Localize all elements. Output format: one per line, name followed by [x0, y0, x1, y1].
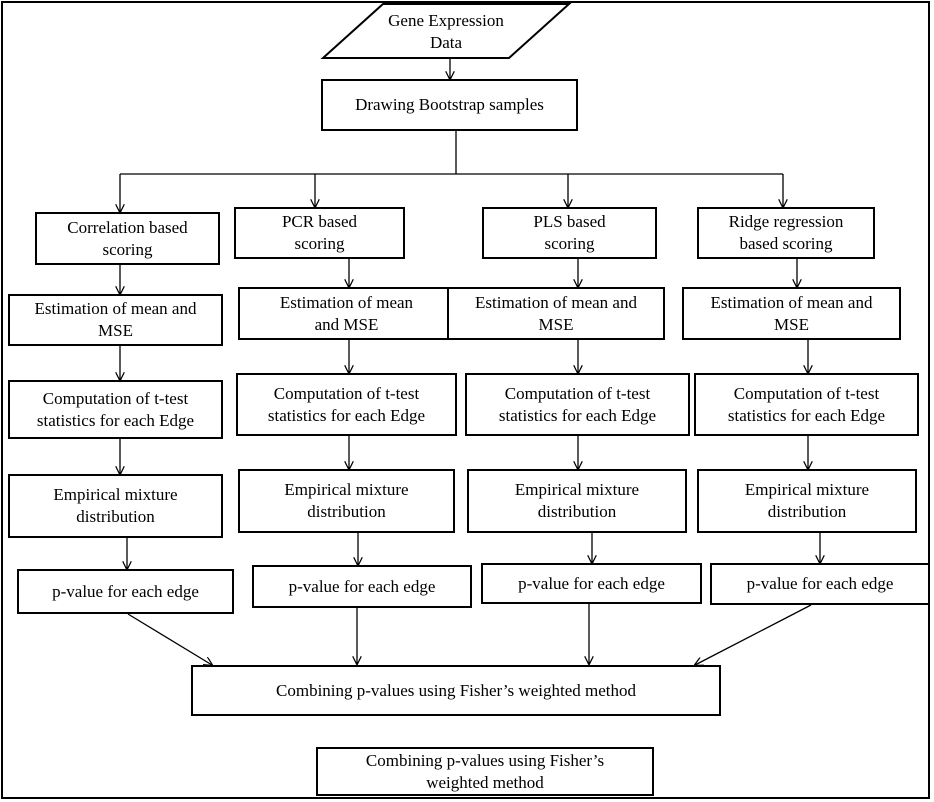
correlation-mixture-label: Empirical mixture distribution	[53, 485, 178, 526]
arrow-col1-pvalue-combine	[127, 613, 212, 665]
pcr-mixture-label: Empirical mixture distribution	[284, 480, 409, 521]
correlation-pvalue-label: p-value for each edge	[52, 581, 199, 601]
pcr-ttest-node: Computation of t-test statistics for eac…	[236, 373, 457, 436]
pcr-pvalue-node: p-value for each edge	[252, 565, 472, 608]
input-data-node: Gene Expression Data	[323, 4, 569, 60]
pls-ttest-node: Computation of t-test statistics for eac…	[465, 373, 690, 436]
bootstrap-node: Drawing Bootstrap samples	[321, 79, 578, 131]
input-data-label: Gene Expression Data	[388, 11, 504, 52]
combine-node: Combining p-values using Fisher’s weight…	[191, 665, 721, 716]
ridge-ttest-label: Computation of t-test statistics for eac…	[727, 383, 886, 425]
correlation-ttest-label: Computation of t-test statistics for eac…	[36, 388, 195, 430]
ridge-mixture-label: Empirical mixture distribution	[744, 480, 870, 521]
arrow-col4-pvalue-combine	[695, 604, 812, 665]
ridge-pvalue-label: p-value for each edge	[746, 574, 894, 593]
combine-repeat-node: Combining p-values using Fisher’s weight…	[316, 747, 654, 796]
correlation-scoring-node: Correlation based scoring	[35, 212, 220, 265]
pcr-pvalue-label: p-value for each edge	[288, 576, 436, 596]
pcr-scoring-node: PCR based scoring	[234, 207, 405, 259]
correlation-ttest-node: Computation of t-test statistics for eac…	[8, 380, 223, 439]
correlation-mixture-node: Empirical mixture distribution	[8, 474, 223, 538]
pcr-ttest-label: Computation of t-test statistics for eac…	[267, 383, 426, 425]
ridge-estimation-node: Estimation of mean and MSE	[682, 287, 901, 340]
correlation-pvalue-node: p-value for each edge	[17, 569, 234, 614]
pls-estimation-label: Estimation of mean and MSE	[475, 292, 637, 334]
combine-label: Combining p-values using Fisher’s weight…	[276, 680, 636, 700]
ridge-estimation-label: Estimation of mean and MSE	[710, 292, 873, 334]
pls-scoring-label: PLS based scoring	[533, 212, 606, 253]
pls-scoring-node: PLS based scoring	[482, 207, 657, 259]
ridge-ttest-node: Computation of t-test statistics for eac…	[694, 373, 919, 436]
correlation-estimation-node: Estimation of mean and MSE	[8, 294, 223, 346]
ridge-scoring-node: Ridge regression based scoring	[697, 207, 875, 259]
combine-repeat-label: Combining p-values using Fisher’s weight…	[365, 750, 605, 792]
pcr-estimation-node: Estimation of mean and MSE	[238, 287, 455, 340]
ridge-mixture-node: Empirical mixture distribution	[697, 469, 917, 533]
ridge-pvalue-node: p-value for each edge	[710, 563, 930, 605]
correlation-scoring-label: Correlation based scoring	[67, 217, 188, 259]
pcr-estimation-label: Estimation of mean and MSE	[279, 292, 414, 334]
pls-estimation-node: Estimation of mean and MSE	[447, 287, 665, 340]
pls-pvalue-node: p-value for each edge	[481, 563, 702, 604]
pcr-scoring-label: PCR based scoring	[281, 212, 358, 253]
pls-pvalue-label: p-value for each edge	[518, 573, 665, 593]
pls-ttest-label: Computation of t-test statistics for eac…	[498, 383, 657, 425]
pls-mixture-label: Empirical mixture distribution	[514, 480, 640, 521]
pls-mixture-node: Empirical mixture distribution	[467, 469, 687, 533]
ridge-scoring-label: Ridge regression based scoring	[728, 212, 844, 253]
bootstrap-label: Drawing Bootstrap samples	[355, 95, 544, 114]
correlation-estimation-label: Estimation of mean and MSE	[34, 299, 197, 340]
pcr-mixture-node: Empirical mixture distribution	[238, 469, 455, 533]
